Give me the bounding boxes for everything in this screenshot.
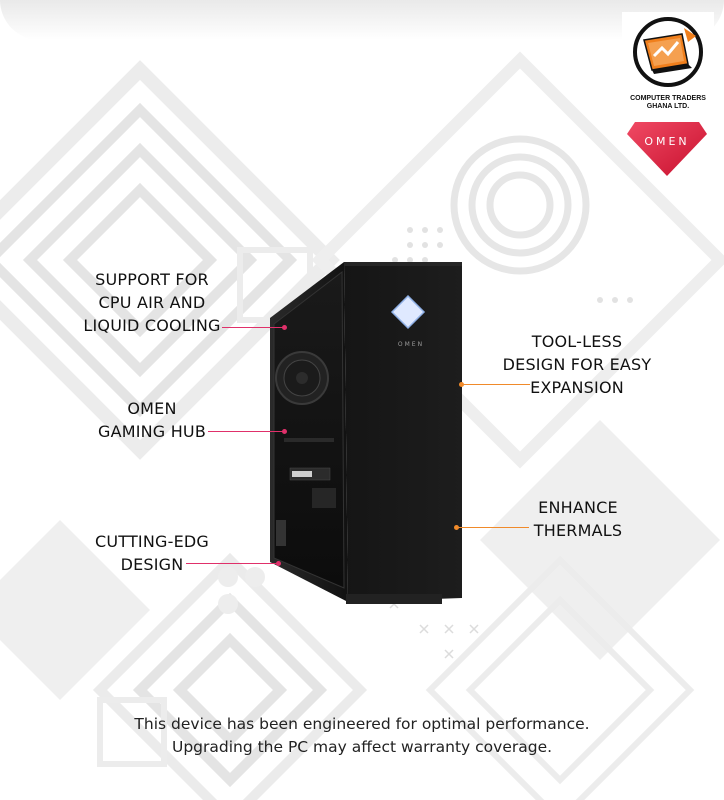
dealer-name: COMPUTER TRADERS GHANA LTD. bbox=[622, 95, 714, 111]
disclaimer-line-2: Upgrading the PC may affect warranty cov… bbox=[171, 738, 553, 756]
cpu-cooling-leader-dot bbox=[282, 325, 287, 330]
callout-omen-gaming-hub: OMEN GAMING HUB bbox=[94, 397, 210, 443]
warranty-disclaimer: This device has been engineered for opti… bbox=[0, 713, 724, 759]
pc-tower-image bbox=[270, 262, 462, 604]
cutting-edge-leader-dot bbox=[276, 561, 281, 566]
tool-less-leader-dot bbox=[459, 382, 464, 387]
dealer-name-line1: COMPUTER TRADERS bbox=[630, 95, 706, 102]
callout-cpu-cooling: SUPPORT FOR CPU AIR AND LIQUID COOLING bbox=[74, 268, 230, 337]
dealer-name-line2: GHANA LTD. bbox=[646, 103, 690, 110]
callout-tool-less-design: TOOL-LESS DESIGN FOR EASY EXPANSION bbox=[498, 330, 656, 399]
tower-brand-label: OMEN bbox=[397, 341, 425, 348]
dealer-logo: COMPUTER TRADERS GHANA LTD. bbox=[622, 12, 714, 110]
callout-line: DESIGN FOR EASY bbox=[502, 355, 652, 374]
callout-line: CUTTING-EDG bbox=[94, 532, 210, 551]
disclaimer-line-1: This device has been engineered for opti… bbox=[134, 715, 590, 733]
gaming-hub-leader-dot bbox=[282, 429, 287, 434]
callout-line: CPU AIR AND bbox=[98, 293, 206, 312]
thermals-leader-line bbox=[457, 527, 529, 528]
laptop-arrow-logo-icon bbox=[633, 17, 703, 87]
cpu-cooling-leader-line bbox=[222, 327, 284, 328]
callout-line: LIQUID COOLING bbox=[83, 316, 221, 335]
callout-line: SUPPORT FOR bbox=[95, 270, 209, 289]
callout-line: ENHANCE bbox=[538, 498, 618, 517]
callout-line: TOOL-LESS bbox=[531, 332, 623, 351]
gaming-hub-leader-line bbox=[208, 431, 284, 432]
thermals-leader-dot bbox=[454, 525, 459, 530]
callout-line: THERMALS bbox=[533, 521, 623, 540]
omen-diamond-logo-icon bbox=[627, 122, 707, 176]
callout-line: OMEN bbox=[127, 399, 177, 418]
omen-brand-badge: OMEN bbox=[625, 120, 709, 178]
callout-line: EXPANSION bbox=[530, 378, 624, 397]
tool-less-leader-line bbox=[462, 384, 530, 385]
omen-badge-text: OMEN bbox=[644, 135, 690, 148]
callout-line: DESIGN bbox=[120, 555, 184, 574]
cutting-edge-leader-line bbox=[186, 563, 278, 564]
callout-cutting-edge-design: CUTTING-EDG DESIGN bbox=[86, 530, 218, 576]
callout-line: GAMING HUB bbox=[97, 422, 207, 441]
callout-enhance-thermals: ENHANCE THERMALS bbox=[524, 496, 632, 542]
top-shadow bbox=[0, 0, 724, 40]
